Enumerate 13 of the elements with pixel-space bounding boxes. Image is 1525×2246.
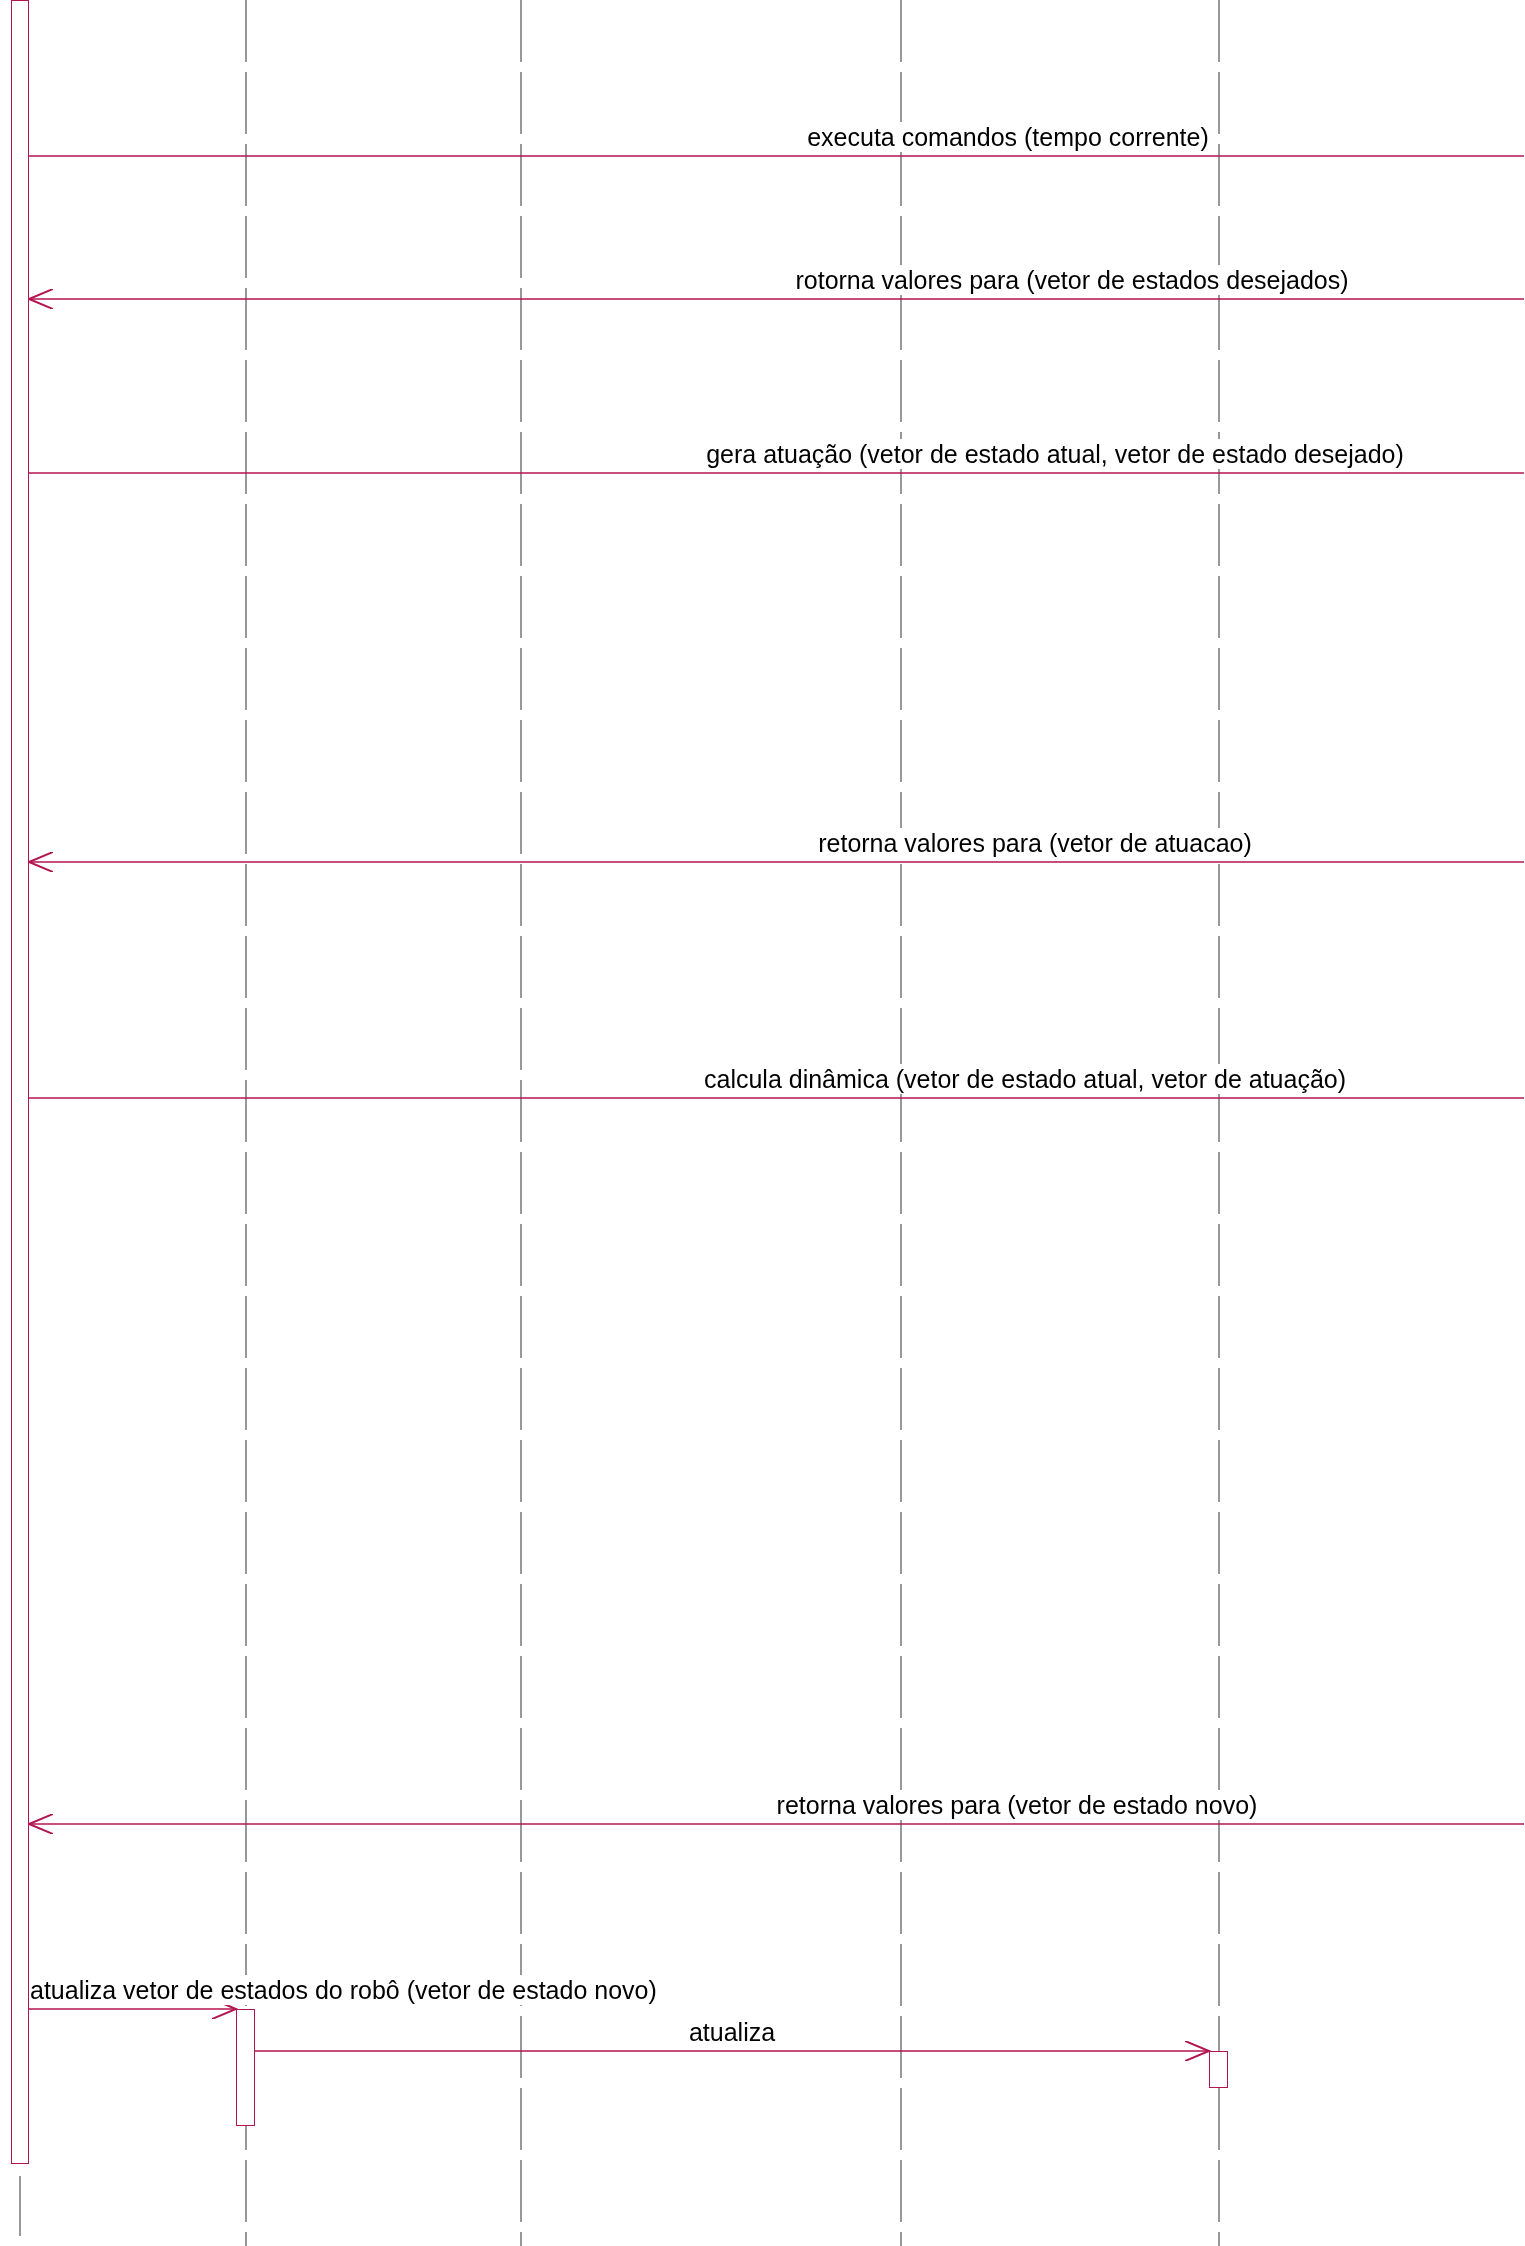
message-label: gera atuação (vetor de estado atual, vetor de estado desejado) xyxy=(705,439,1405,469)
activation-bar xyxy=(1209,2051,1228,2088)
message-label: executa comandos (tempo corrente) xyxy=(806,122,1210,152)
message-arrow xyxy=(28,851,1525,873)
message-label: calcula dinâmica (vetor de estado atual, vetor de atuação) xyxy=(703,1064,1347,1094)
message-label: retorna valores para (vetor de atuacao) xyxy=(817,828,1253,858)
message-label: rotorna valores para (vetor de estados desejados) xyxy=(794,265,1350,295)
message-arrow xyxy=(28,1813,1525,1835)
activation-bar xyxy=(11,0,29,2164)
message-arrow xyxy=(28,288,1525,310)
message-arrow xyxy=(254,2040,1210,2062)
activation-bar xyxy=(236,2009,255,2126)
message-label: atualiza vetor de estados do robô (vetor de estado novo) xyxy=(29,1975,658,2005)
